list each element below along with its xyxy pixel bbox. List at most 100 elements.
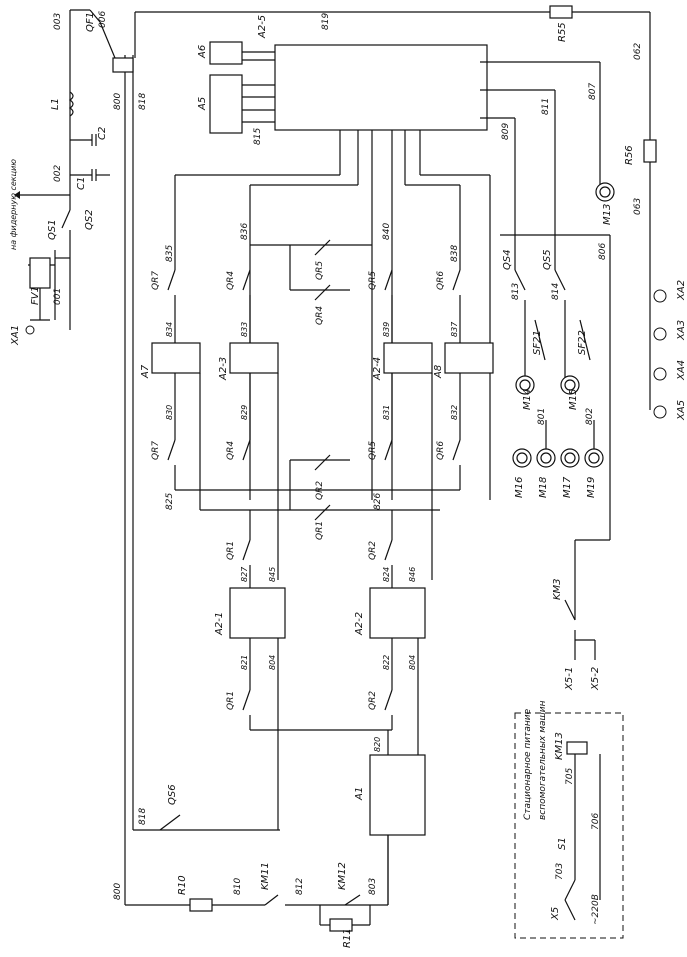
qf1-breaker: [99, 11, 550, 73]
label-803: 803: [368, 878, 378, 895]
label-x5: X5: [550, 907, 561, 921]
label-m15: M15: [568, 389, 579, 410]
label-xa2: XA2: [676, 280, 687, 301]
label-a1: A1: [354, 787, 365, 801]
label-r10: R10: [177, 875, 188, 895]
label-km11: KM11: [260, 862, 271, 890]
resistor-r11: [319, 894, 371, 932]
label-a7: A7: [140, 364, 151, 379]
module-a1: [369, 730, 426, 905]
label-sf21: SF21: [532, 330, 543, 355]
label-km12: KM12: [337, 862, 348, 890]
label-m16: M16: [514, 477, 525, 498]
module-a2-1-a2-2: [229, 510, 426, 830]
label-836: 836: [240, 223, 250, 240]
label-833: 833: [240, 322, 249, 337]
label-812: 814: [551, 283, 561, 300]
label-810: 813: [511, 283, 521, 300]
label-a2-3: A2-3: [218, 357, 229, 381]
label-km13: KM13: [554, 732, 565, 760]
label-839: 839: [382, 322, 391, 337]
label-qr7-top: QR7: [151, 271, 161, 290]
motor-m13: [595, 182, 615, 202]
label-m14: M14: [522, 389, 533, 410]
resistor-r10: [189, 898, 213, 912]
label-818-bot: 818: [138, 808, 148, 825]
relay-contacts-upper: [167, 239, 461, 343]
label-821: 821: [240, 655, 249, 670]
label-qs4: QS4: [502, 249, 513, 270]
label-fv1: FV1: [30, 286, 41, 305]
label-819: 819: [321, 13, 331, 30]
label-power-1: Стационарное питание: [523, 708, 533, 820]
label-qr4-mid: QR4: [315, 306, 325, 325]
label-xa1: XA1: [10, 325, 21, 346]
label-848: 846: [408, 567, 417, 582]
label-qr4-top: QR4: [226, 271, 236, 290]
label-x5-2: X5-2: [590, 667, 601, 691]
switch-qs6: [159, 814, 181, 831]
label-826: 826: [373, 493, 383, 510]
contact-km3: [564, 599, 596, 660]
label-a2-2: A2-2: [354, 612, 365, 636]
label-807: 807: [588, 83, 598, 100]
label-qr5-mid: QR5: [315, 261, 325, 280]
labels: QF1 L1 C2 C1 QS2 QS1 FV1 XA1 на фидерную…: [9, 11, 687, 948]
label-qr6-bot: QR6: [436, 441, 446, 460]
motors-right: [512, 319, 604, 468]
label-820: 820: [373, 737, 382, 752]
label-838: 838: [450, 245, 460, 262]
label-006: 006: [98, 11, 108, 28]
label-706: 706: [591, 813, 601, 830]
label-a6: A6: [197, 45, 208, 59]
label-705: 705: [565, 768, 575, 785]
module-a2-5: [209, 41, 488, 134]
relay-contacts-lower: [167, 373, 461, 580]
module-row: [151, 342, 494, 374]
label-qr4-bot: QR4: [226, 441, 236, 460]
label-806: 806: [598, 243, 608, 260]
label-r56: R56: [624, 145, 635, 165]
label-m18: M18: [538, 477, 549, 498]
label-804-2: 804: [408, 655, 417, 670]
label-power-2: вспомогательных машин: [538, 700, 548, 820]
label-qr1-b: QR1: [226, 691, 236, 710]
label-l1: L1: [50, 98, 61, 110]
label-002: 002: [53, 165, 63, 182]
label-822: 822: [382, 655, 391, 670]
label-a2-5: A2-5: [257, 15, 268, 39]
label-km3: KM3: [552, 578, 563, 600]
label-831: 831: [382, 405, 391, 420]
label-m13: M13: [602, 204, 613, 225]
label-qr2-b: QR2: [368, 691, 378, 710]
label-qs2: QS2: [84, 209, 95, 230]
label-fider: на фидерную секцию: [9, 159, 18, 250]
label-a8: A8: [433, 365, 444, 379]
label-804-1: 804: [268, 655, 277, 670]
label-qr1-mid: QR1: [315, 521, 325, 540]
label-qr2-a: QR2: [368, 541, 378, 560]
label-802: 812: [295, 878, 305, 895]
label-829: 829: [240, 405, 249, 420]
label-r11: R11: [342, 928, 353, 948]
label-xa4: XA4: [676, 360, 687, 381]
label-062: 062: [633, 43, 643, 60]
label-813: 801: [537, 408, 547, 425]
label-824: 824: [382, 567, 391, 582]
label-830: 830: [165, 405, 174, 420]
label-qr5-bot: QR5: [368, 441, 378, 460]
label-a2-1: A2-1: [214, 612, 225, 636]
label-c1: C1: [76, 177, 87, 190]
label-825: 825: [165, 493, 175, 510]
label-a2-4: A2-4: [372, 357, 383, 381]
label-811: 811: [541, 98, 551, 115]
label-qr1-a: QR1: [226, 541, 236, 560]
label-r55: R55: [557, 22, 568, 42]
label-m17: M17: [562, 476, 573, 498]
label-815: 815: [253, 128, 263, 145]
label-800-top: 800: [113, 93, 123, 110]
label-qr7-bot: QR7: [151, 441, 161, 460]
label-800-bot: 800: [113, 883, 123, 900]
left-supply: [14, 9, 110, 335]
